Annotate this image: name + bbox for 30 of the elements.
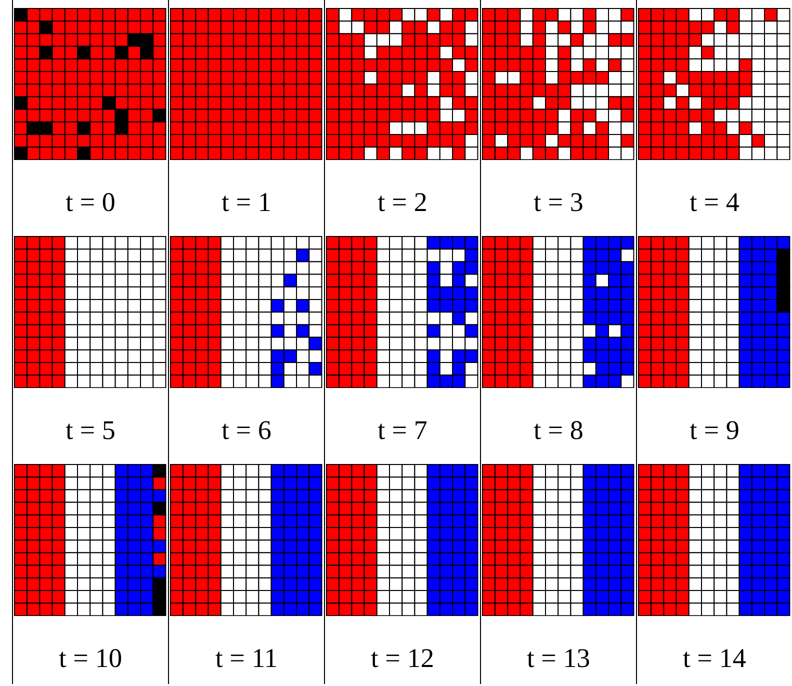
time-step-label: t = 3: [534, 186, 584, 218]
time-step-label: t = 5: [66, 414, 116, 446]
time-step-label: t = 0: [66, 186, 116, 218]
time-step-label: t = 13: [526, 642, 590, 674]
panel-cell: [636, 456, 792, 684]
time-step-label: t = 9: [690, 414, 740, 446]
panel-cell: [480, 0, 636, 228]
time-step-label: t = 7: [378, 414, 428, 446]
panel-cell: [12, 456, 168, 684]
panel-cell: [168, 0, 324, 228]
panel-cell: [480, 456, 636, 684]
panel-cell: [168, 456, 324, 684]
time-step-label: t = 10: [58, 642, 122, 674]
time-step-label: t = 11: [215, 642, 278, 674]
time-step-label: t = 4: [690, 186, 740, 218]
time-step-label: t = 12: [370, 642, 434, 674]
panel-cell: [324, 0, 480, 228]
panel-cell: [12, 0, 168, 228]
panel-cell: [480, 228, 636, 456]
panel-cell: [324, 228, 480, 456]
time-step-label: t = 2: [378, 186, 428, 218]
panel-cell: [636, 0, 792, 228]
time-step-label: t = 8: [534, 414, 584, 446]
time-step-label: t = 1: [222, 186, 272, 218]
panel-cell: [168, 228, 324, 456]
time-step-label: t = 14: [682, 642, 746, 674]
panel-cell: [12, 228, 168, 456]
panel-cell: [636, 228, 792, 456]
time-step-label: t = 6: [222, 414, 272, 446]
panel-cell: [324, 456, 480, 684]
